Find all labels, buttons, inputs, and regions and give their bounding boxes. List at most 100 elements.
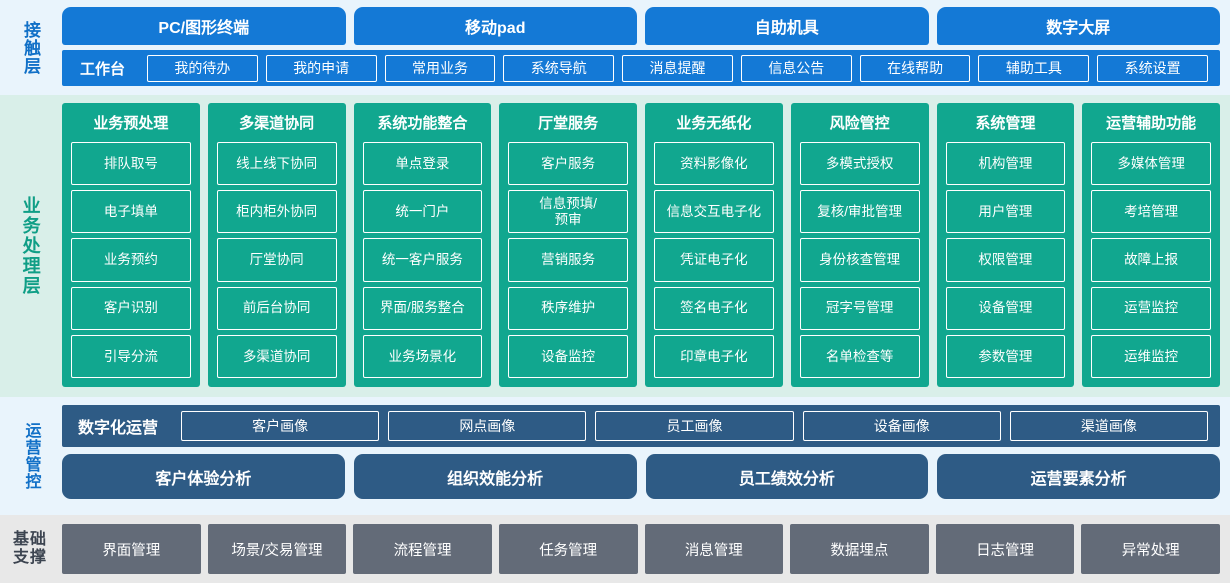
business-item[interactable]: 签名电子化	[654, 286, 774, 330]
analysis-card[interactable]: 组织效能分析	[353, 454, 637, 499]
business-item[interactable]: 界面/服务整合	[362, 286, 483, 330]
business-item[interactable]: 复核/审批管理	[799, 190, 920, 234]
portrait-chip[interactable]: 员工画像	[595, 411, 794, 441]
portrait-chip[interactable]: 网点画像	[388, 411, 587, 441]
workbench-item[interactable]: 辅助工具	[978, 54, 1090, 82]
channel-chip[interactable]: 数字大屏	[936, 7, 1220, 45]
business-column-title: 系统功能整合	[377, 115, 468, 132]
analysis-row: 客户体验分析 组织效能分析 员工绩效分析 运营要素分析	[62, 454, 1220, 499]
business-item[interactable]: 排队取号	[71, 142, 191, 186]
business-column: 厅堂服务 客户服务 信息预填/ 预审 营销服务 秩序维护 设备监控	[499, 103, 637, 387]
business-layer: 业务处理层 业务预处理 排队取号 电子填单 业务预约 客户识别 引导分流 多渠道…	[0, 95, 1230, 397]
business-item[interactable]: 权限管理	[945, 238, 1066, 282]
business-item[interactable]: 设备管理	[945, 286, 1066, 330]
business-item[interactable]: 线上线下协同	[216, 142, 337, 186]
contact-layer-body: PC/图形终端 移动pad 自助机具 数字大屏 工作台 我的待办 我的申请 常用…	[60, 0, 1230, 95]
business-item[interactable]: 厅堂协同	[216, 238, 337, 282]
business-item[interactable]: 凭证电子化	[654, 238, 774, 282]
business-column: 业务预处理 排队取号 电子填单 业务预约 客户识别 引导分流	[62, 103, 200, 387]
foundation-item[interactable]: 数据埋点	[790, 524, 929, 574]
business-item[interactable]: 信息交互电子化	[654, 190, 774, 234]
foundation-item[interactable]: 异常处理	[1081, 524, 1220, 574]
business-column: 系统管理 机构管理 用户管理 权限管理 设备管理 参数管理	[936, 103, 1075, 387]
business-item[interactable]: 电子填单	[71, 190, 191, 234]
analysis-card[interactable]: 员工绩效分析	[645, 454, 929, 499]
foundation-layer: 基础 支撑 界面管理 场景/交易管理 流程管理 任务管理 消息管理 数据埋点 日…	[0, 515, 1230, 583]
business-item[interactable]: 营销服务	[508, 238, 628, 282]
business-item[interactable]: 统一门户	[362, 190, 483, 234]
business-layer-body: 业务预处理 排队取号 电子填单 业务预约 客户识别 引导分流 多渠道协同 线上线…	[60, 95, 1230, 397]
business-item[interactable]: 用户管理	[945, 190, 1066, 234]
business-item[interactable]: 单点登录	[362, 142, 483, 186]
business-item[interactable]: 运营监控	[1091, 286, 1211, 330]
business-item[interactable]: 客户服务	[508, 142, 628, 186]
business-item[interactable]: 身份核查管理	[799, 238, 920, 282]
business-column: 风险管控 多模式授权 复核/审批管理 身份核查管理 冠字号管理 名单检查等	[790, 103, 929, 387]
workbench-item[interactable]: 我的待办	[147, 54, 258, 82]
business-item[interactable]: 名单检查等	[799, 334, 920, 379]
business-item[interactable]: 设备监控	[508, 334, 628, 379]
business-item[interactable]: 考培管理	[1091, 190, 1211, 234]
business-item[interactable]: 信息预填/ 预审	[508, 190, 628, 234]
foundation-item[interactable]: 场景/交易管理	[207, 524, 347, 574]
workbench-item[interactable]: 系统设置	[1097, 54, 1209, 82]
business-item[interactable]: 多渠道协同	[216, 334, 337, 379]
operations-layer-label: 运营管控	[22, 422, 40, 490]
workbench-item[interactable]: 消息提醒	[622, 54, 733, 82]
operations-layer-body: 数字化运营 客户画像 网点画像 员工画像 设备画像 渠道画像 客户体验分析 组织…	[60, 397, 1230, 515]
business-item[interactable]: 冠字号管理	[799, 286, 920, 330]
channel-chip[interactable]: 移动pad	[353, 7, 637, 45]
business-item[interactable]: 前后台协同	[216, 286, 337, 330]
business-layer-label: 业务处理层	[20, 196, 41, 296]
business-item[interactable]: 业务场景化	[362, 334, 483, 379]
digital-operations-row: 数字化运营 客户画像 网点画像 员工画像 设备画像 渠道画像	[62, 405, 1220, 447]
business-column-title: 业务预处理	[93, 115, 169, 132]
foundation-layer-body: 界面管理 场景/交易管理 流程管理 任务管理 消息管理 数据埋点 日志管理 异常…	[60, 515, 1230, 583]
analysis-card[interactable]: 运营要素分析	[937, 454, 1220, 499]
foundation-item[interactable]: 日志管理	[935, 524, 1075, 574]
foundation-item[interactable]: 任务管理	[498, 524, 638, 574]
contact-layer-label: 接触层	[21, 20, 41, 75]
business-item[interactable]: 机构管理	[945, 142, 1066, 186]
foundation-label-line2: 支撑	[12, 549, 47, 566]
workbench-item[interactable]: 在线帮助	[859, 54, 971, 82]
business-item[interactable]: 多模式授权	[799, 142, 920, 186]
business-column-title: 风险管控	[829, 115, 890, 132]
workbench-title: 工作台	[80, 60, 126, 78]
analysis-card[interactable]: 客户体验分析	[62, 454, 345, 499]
business-item[interactable]: 统一客户服务	[362, 238, 483, 282]
foundation-item[interactable]: 消息管理	[644, 524, 784, 574]
channel-row: PC/图形终端 移动pad 自助机具 数字大屏	[62, 7, 1220, 45]
foundation-item[interactable]: 界面管理	[62, 524, 201, 574]
business-column-wrap: 业务预处理 排队取号 电子填单 业务预约 客户识别 引导分流 多渠道协同 线上线…	[62, 103, 1220, 387]
foundation-item[interactable]: 流程管理	[353, 524, 492, 574]
business-item[interactable]: 运维监控	[1091, 334, 1211, 379]
business-item[interactable]: 业务预约	[71, 238, 191, 282]
portrait-chip[interactable]: 客户画像	[181, 411, 380, 441]
business-item[interactable]: 故障上报	[1091, 238, 1211, 282]
business-item[interactable]: 参数管理	[945, 334, 1066, 379]
portrait-chip[interactable]: 渠道画像	[1009, 411, 1209, 441]
workbench-item[interactable]: 常用业务	[384, 54, 496, 82]
business-item[interactable]: 客户识别	[71, 286, 191, 330]
business-item[interactable]: 多媒体管理	[1091, 142, 1211, 186]
operations-layer: 运营管控 数字化运营 客户画像 网点画像 员工画像 设备画像 渠道画像 客户体验…	[0, 397, 1230, 515]
business-item[interactable]: 资料影像化	[654, 142, 774, 186]
digital-operations-title: 数字化运营	[78, 420, 159, 437]
business-item[interactable]: 柜内柜外协同	[216, 190, 337, 234]
workbench-item[interactable]: 信息公告	[740, 54, 852, 82]
business-item[interactable]: 秩序维护	[508, 286, 628, 330]
workbench-bar: 工作台 我的待办 我的申请 常用业务 系统导航 消息提醒 信息公告 在线帮助 辅…	[62, 50, 1220, 86]
workbench-item[interactable]: 系统导航	[503, 54, 615, 82]
channel-chip[interactable]: PC/图形终端	[62, 7, 346, 45]
contact-layer: 接触层 PC/图形终端 移动pad 自助机具 数字大屏 工作台 我的待办 我的申…	[0, 0, 1230, 95]
workbench-item[interactable]: 我的申请	[265, 54, 377, 82]
business-column: 系统功能整合 单点登录 统一门户 统一客户服务 界面/服务整合 业务场景化	[353, 103, 492, 387]
channel-chip[interactable]: 自助机具	[645, 7, 929, 45]
business-column-title: 运营辅助功能	[1106, 115, 1197, 132]
business-item[interactable]: 印章电子化	[654, 334, 774, 379]
business-column: 运营辅助功能 多媒体管理 考培管理 故障上报 运营监控 运维监控	[1082, 103, 1220, 387]
business-item[interactable]: 引导分流	[71, 334, 191, 379]
portrait-chip[interactable]: 设备画像	[802, 411, 1001, 441]
